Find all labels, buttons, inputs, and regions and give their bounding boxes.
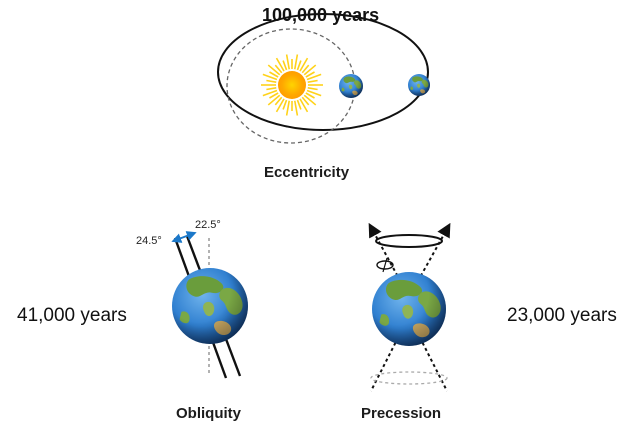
eccentricity-panel — [217, 13, 430, 144]
obliquity-panel — [171, 231, 248, 379]
sun-ray — [296, 99, 302, 110]
sun-ray — [274, 64, 283, 74]
precession-circle-top — [375, 234, 443, 248]
sun-ray — [299, 98, 309, 113]
sun-ray — [285, 54, 291, 70]
sun-ray — [266, 79, 277, 84]
spin-arrow-icon — [376, 257, 394, 273]
sun-ray — [306, 89, 322, 97]
sun-ray — [269, 92, 279, 99]
sun-ray — [267, 64, 281, 76]
sun-ray — [307, 86, 318, 91]
sun-ray — [293, 100, 299, 116]
sun-ray — [296, 60, 302, 71]
earth-icon — [172, 268, 248, 344]
eccentricity-period: 100,000 years — [262, 5, 380, 25]
precession-period: 23,000 years — [507, 305, 617, 326]
eccentricity-caption: Eccentricity — [264, 164, 350, 181]
sun-ray — [267, 94, 281, 106]
sun-ray — [306, 73, 322, 81]
sun-ray — [305, 71, 315, 78]
sun-ray — [282, 60, 288, 71]
precession-panel — [368, 222, 451, 392]
earth-icon — [339, 74, 363, 98]
sun-ray — [293, 54, 299, 70]
sun-ray — [282, 99, 288, 110]
sun-ray — [307, 79, 318, 84]
sun-ray — [274, 96, 283, 106]
sun-ray — [303, 64, 317, 76]
sun-ray — [269, 71, 279, 78]
tilt-arrow-icon — [171, 231, 197, 243]
sun-ray — [262, 89, 278, 97]
sun-ray — [285, 100, 291, 116]
precession-caption: Precession — [361, 405, 442, 422]
sun-ray — [262, 73, 278, 81]
precession-circle-bottom — [370, 371, 448, 385]
sun-ray — [299, 57, 309, 72]
sun-ray — [266, 86, 277, 91]
obliquity-caption: Obliquity — [176, 405, 241, 422]
sun-ray — [301, 64, 310, 74]
sun-ray — [303, 94, 317, 106]
sun-icon — [261, 54, 323, 116]
earth-icon — [408, 74, 430, 96]
eccentric-orbit — [217, 13, 429, 131]
sun-ray — [305, 92, 315, 99]
sun-ray — [301, 96, 310, 106]
sun-ray — [275, 98, 285, 113]
obliquity-period: 41,000 years — [17, 305, 127, 326]
sun-ray — [275, 57, 285, 72]
earth-icon — [372, 272, 446, 346]
tilt-angle-max: 24.5° — [136, 235, 162, 247]
tilt-angle-min: 22.5° — [195, 219, 221, 231]
